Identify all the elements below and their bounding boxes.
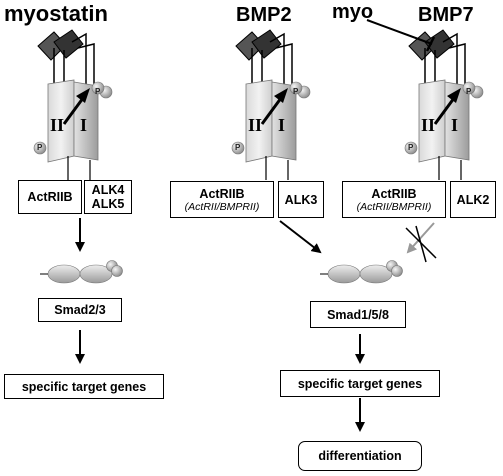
box-alk3: ALK3	[278, 181, 324, 218]
box-actriib-label: ActRIIB	[27, 190, 73, 204]
receptor-complex-bmp2	[230, 28, 312, 182]
type2-label-bmp7: II	[421, 115, 436, 135]
smad158-label: Smad1/5/8	[327, 307, 389, 322]
box-actriib-bmp2: ActRIIB (ActRII/BMPRII)	[170, 181, 274, 218]
box-actriib-label: ActRIIB	[371, 186, 417, 201]
phospho-label: P	[466, 87, 472, 96]
box-differentiation: differentiation	[298, 441, 422, 471]
phospho-label: P	[408, 143, 414, 152]
ligand-bmp7: BMP7	[418, 4, 474, 26]
ligand-myostatin: myostatin	[4, 1, 108, 26]
box-alk3-label: ALK3	[284, 192, 318, 207]
smad158-protein	[319, 260, 403, 284]
receptor-complex-myostatin	[32, 28, 114, 182]
receptor-complex-bmp7	[403, 28, 485, 182]
box-actriib-myostatin: ActRIIB	[18, 180, 82, 214]
type1-label-bmp2: I	[278, 115, 286, 135]
box-actriib-bmp7: ActRIIB (ActRII/BMPRII)	[342, 181, 446, 218]
box-actrii-bmpRII-label: (ActRII/BMPRII)	[356, 200, 432, 213]
box-alk5-label: ALK5	[91, 197, 125, 211]
box-alk2-label: ALK2	[456, 192, 490, 207]
phospho-label: P	[235, 143, 241, 152]
target-genes-label: specific target genes	[297, 376, 423, 391]
differentiation-label: differentiation	[318, 449, 402, 463]
type1-label-myostatin: I	[80, 115, 88, 135]
type2-label-myostatin: II	[50, 115, 65, 135]
box-smad158: Smad1/5/8	[310, 301, 406, 328]
type2-label-bmp2: II	[248, 115, 263, 135]
box-alk4-label: ALK4	[91, 183, 125, 197]
arrow-bmp2-to-smad158	[279, 220, 322, 254]
block-cross-2	[415, 225, 427, 263]
box-alk2: ALK2	[450, 181, 496, 218]
phospho-label: P	[95, 87, 101, 96]
phospho-label: P	[293, 87, 299, 96]
myo-inhibition-line	[366, 19, 433, 45]
blocked-arrow-bmp7-to-smad158	[406, 222, 435, 254]
smad23-protein	[39, 260, 123, 284]
type1-label-bmp7: I	[451, 115, 459, 135]
box-alk4-alk5: ALK4 ALK5	[84, 180, 132, 214]
box-smad23: Smad2/3	[38, 298, 122, 322]
ligand-myo: myo	[332, 1, 374, 23]
target-genes-label: specific target genes	[21, 379, 147, 394]
phospho-label: P	[37, 143, 43, 152]
box-target-genes-right: specific target genes	[280, 370, 440, 397]
box-actrii-bmpRII-label: (ActRII/BMPRII)	[184, 200, 260, 213]
ligand-bmp2: BMP2	[236, 4, 292, 26]
inhibition-bar	[425, 36, 436, 52]
box-actriib-label: ActRIIB	[199, 186, 245, 201]
smad23-label: Smad2/3	[54, 303, 106, 317]
box-target-genes-left: specific target genes	[4, 374, 164, 399]
